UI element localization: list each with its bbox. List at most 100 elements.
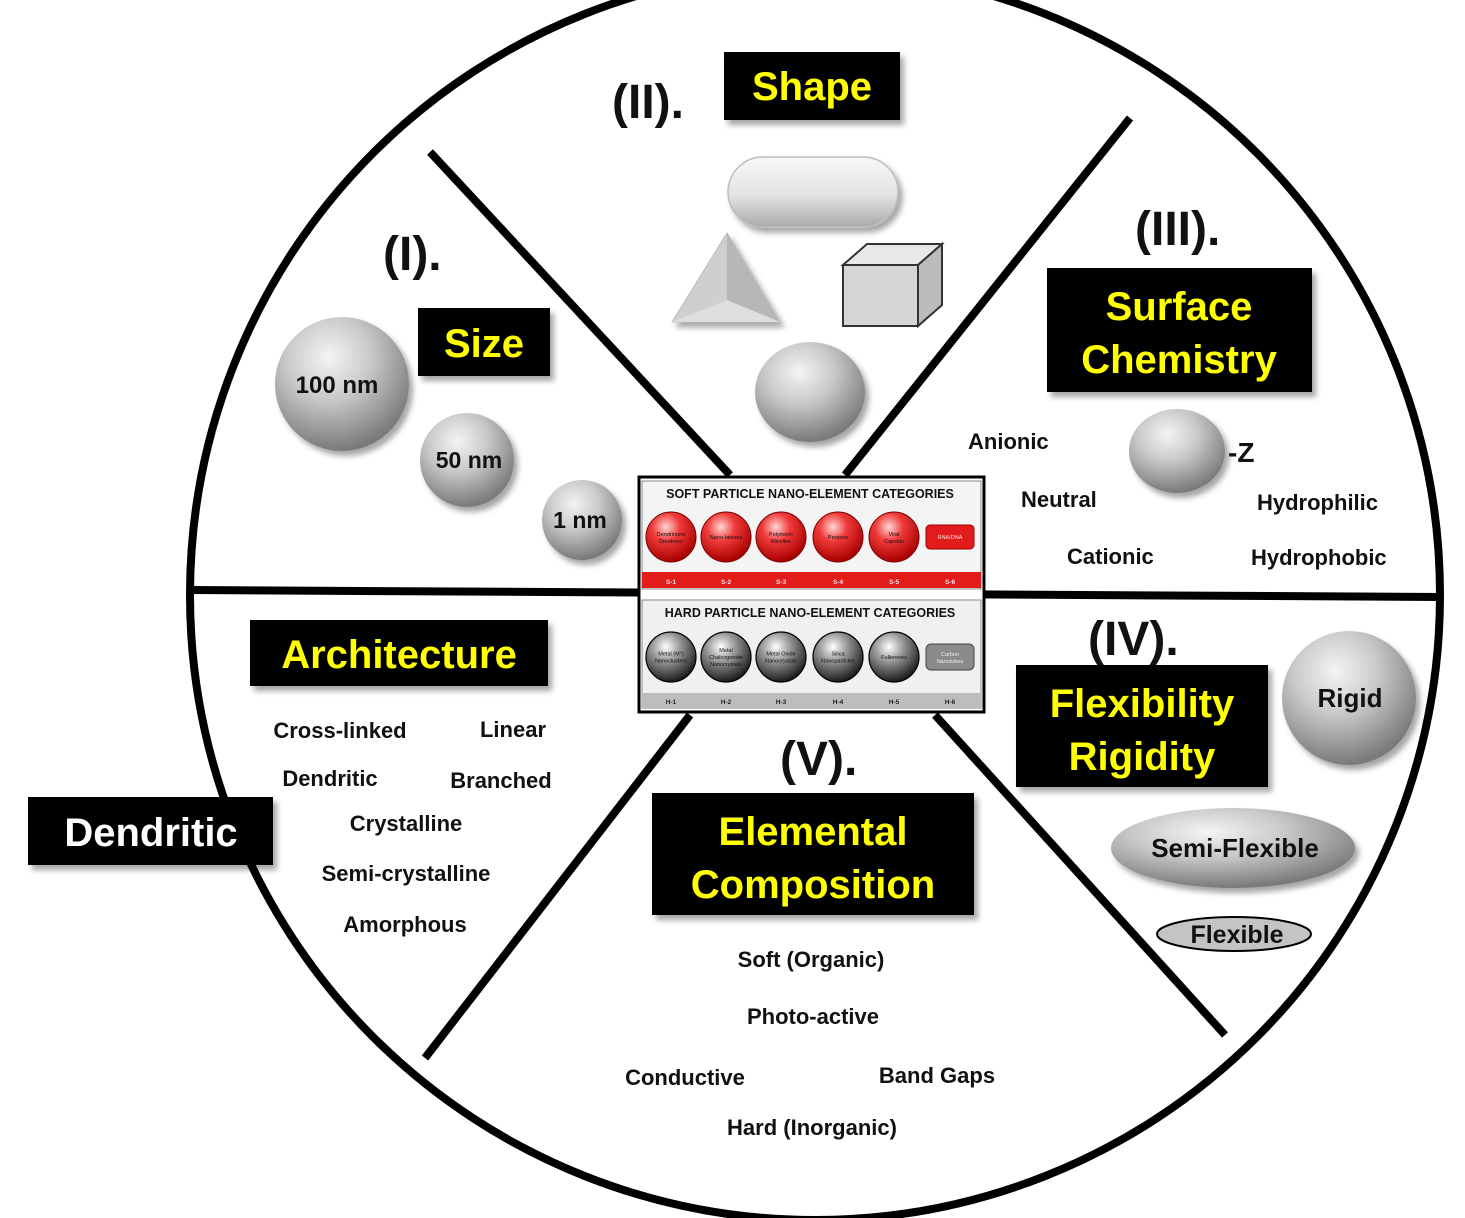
semi-flexible-ellipsoid [1111,808,1355,888]
hard-item-code: H-3 [776,699,787,706]
soft-item-code: S-5 [889,579,900,586]
hard-item-label: Metal Oxide [766,652,795,658]
term-hydrophobic: Hydrophobic [1251,545,1387,570]
hard-item-label: Nanoclusters [655,659,687,665]
semi-flexible-text: Semi-Flexible [1151,833,1319,863]
soft-code-bar [642,572,981,588]
rna-dna-icon [925,524,975,550]
soft-particle-icon [868,511,920,563]
soft-item-label: Dendrimers [657,532,686,538]
soft-panel-title: SOFT PARTICLE NANO-ELEMENT CATEGORIES [666,487,954,501]
rigid-text: Rigid [1318,683,1383,713]
size-label-box: Size [418,308,550,376]
term-photo-active: Photo-active [747,1004,879,1029]
soft-item-label: Viral [889,532,900,538]
hard-particle-icon [755,631,807,683]
sphere-shape [755,342,865,442]
term-soft-organic: Soft (Organic) [738,947,885,972]
soft-item-code: S-6 [945,579,956,586]
hard-item-label: Nanocrystals [710,662,742,668]
soft-item-label: Proteins [828,535,848,541]
size-label: Size [444,322,524,366]
hard-item-label: Nanocrystals [765,659,797,665]
soft-item-label: Micelles [771,539,791,545]
flexibility-label-line2: Rigidity [1069,735,1216,779]
architecture-label: Architecture [281,633,517,677]
term-cross-linked: Cross-linked [273,718,406,743]
soft-item-label: Nano-latexes [710,535,743,541]
hard-item-code: H-6 [945,699,956,706]
shape-label: Shape [752,65,872,109]
hard-particle-icon [700,631,752,683]
hard-item-label: Silica [831,652,845,658]
soft-item-label: RNA/DNA [938,535,963,541]
center-nano-element-table: SOFT PARTICLE NANO-ELEMENT CATEGORIES De… [637,475,986,714]
divider-shape-surface [841,115,1134,478]
soft-item-code: S-1 [666,579,677,586]
hard-panel-title: HARD PARTICLE NANO-ELEMENT CATEGORIES [665,606,956,620]
sphere-1nm [542,480,622,560]
hard-particle-icon [868,631,920,683]
hard-item-code: H-5 [889,699,900,706]
numeral-i: (I). [383,228,442,281]
numeral-iv: (IV). [1088,613,1179,666]
term-dendritic: Dendritic [282,766,377,791]
soft-item-code: S-4 [833,579,844,586]
numeral-v: (V). [780,733,857,786]
flexibility-label-box: Flexibility Rigidity [1016,665,1268,787]
term-hydrophilic: Hydrophilic [1257,490,1378,515]
dendritic-side-label: Dendritic [64,811,237,855]
soft-item-label: Capsids [884,539,904,545]
term-linear: Linear [480,717,546,742]
hard-particle-icon [812,631,864,683]
hard-item-label: Nanoparticles [821,659,855,665]
soft-panel [641,480,982,590]
cube-shape [840,241,945,329]
term-hard-inorganic: Hard (Inorganic) [727,1115,897,1140]
elemental-composition-label-box: Elemental Composition [652,793,974,915]
hard-particle-icon [645,631,697,683]
charged-sphere [1129,409,1225,493]
hard-code-bar [642,693,981,708]
size-100nm-text: 100 nm [296,372,379,399]
hard-item-code: H-2 [721,699,732,706]
term-band-gaps: Band Gaps [879,1063,995,1088]
soft-particle-icon [700,511,752,563]
architecture-label-box: Architecture [250,620,548,686]
term-neutral: Neutral [1021,487,1097,512]
soft-particle-icon [645,511,697,563]
surface-chemistry-label-box: Surface Chemistry [1047,268,1312,392]
size-50nm-text: 50 nm [436,447,502,473]
numeral-iii: (III). [1135,203,1220,256]
soft-item-code: S-3 [776,579,787,586]
numeral-ii: (II). [612,76,684,129]
divider-arch-elemental [421,712,694,1061]
sphere-100nm [275,317,409,451]
term-semi-crystalline: Semi-crystalline [322,861,491,886]
soft-item-label: Dendrons [659,539,683,545]
triangle-shape [671,232,781,323]
soft-particle-icon [812,511,864,563]
divider-size-shape [427,149,733,478]
term-crystalline: Crystalline [350,811,463,836]
carbon-nanotube-icon [925,643,975,671]
flexible-text: Flexible [1190,921,1283,949]
hard-item-label: Chalcogenide [709,655,743,661]
flexible-disk [1156,916,1312,952]
hard-item-label: Carbon [941,652,959,658]
soft-particle-icon [755,511,807,563]
zeta-charge-label: -Z [1228,437,1254,468]
hard-panel [641,599,982,709]
soft-item-code: S-2 [721,579,732,586]
shape-label-box: Shape [724,52,900,120]
divider-flex-elemental [932,712,1228,1038]
dendritic-side-label-box: Dendritic [28,797,273,865]
term-anionic: Anionic [968,429,1049,454]
hard-item-code: H-1 [666,699,677,706]
rigid-sphere [1282,631,1416,765]
surface-chemistry-label-line1: Surface [1106,285,1253,329]
soft-item-label: Polymeric [769,532,793,538]
hard-item-code: H-4 [833,699,844,706]
flexibility-label-line1: Flexibility [1050,682,1235,726]
